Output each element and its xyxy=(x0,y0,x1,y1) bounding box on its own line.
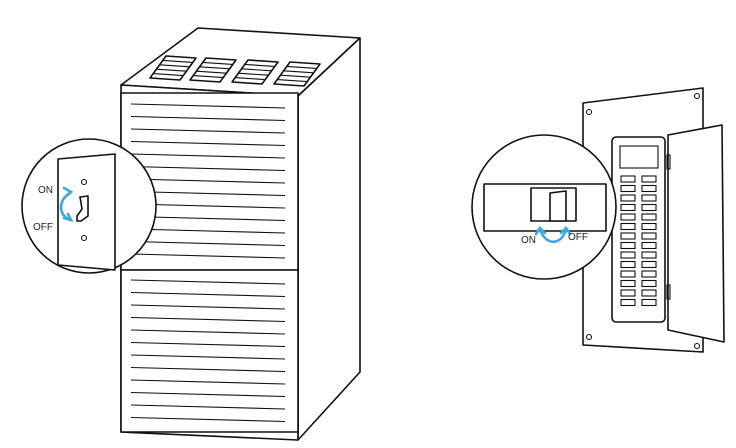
louver xyxy=(130,279,286,285)
louver xyxy=(130,316,286,323)
vent-slot xyxy=(153,73,184,77)
louver xyxy=(130,165,286,172)
screw-icon xyxy=(80,234,88,242)
breaker[interactable] xyxy=(620,298,636,307)
vent-slot xyxy=(286,65,317,69)
vent-slot xyxy=(202,61,233,65)
screw-icon xyxy=(693,92,701,100)
breaker[interactable] xyxy=(641,270,657,278)
off-label: OFF xyxy=(568,232,588,243)
arrowheads-icon xyxy=(62,186,74,223)
breaker[interactable] xyxy=(641,213,657,221)
breaker[interactable] xyxy=(641,232,657,240)
breaker-panel xyxy=(582,87,725,353)
louver xyxy=(130,329,286,335)
louver xyxy=(130,304,286,310)
louver xyxy=(130,240,286,247)
breaker[interactable] xyxy=(641,184,657,193)
breaker[interactable] xyxy=(641,203,657,212)
louver xyxy=(130,379,286,385)
vent-slot xyxy=(235,77,266,81)
screw-icon xyxy=(585,108,593,116)
off-label: OFF xyxy=(33,222,53,233)
screw-icon xyxy=(80,178,88,186)
breaker[interactable] xyxy=(620,203,636,212)
vent-slot xyxy=(162,59,193,63)
breaker[interactable] xyxy=(641,175,657,183)
louver xyxy=(130,140,286,147)
louver xyxy=(130,178,286,184)
arrowheads-icon xyxy=(534,225,572,236)
breaker[interactable] xyxy=(620,279,636,288)
louver xyxy=(130,153,286,159)
breaker[interactable] xyxy=(620,289,636,297)
top-vents xyxy=(149,55,321,87)
breaker[interactable] xyxy=(620,241,636,250)
breaker[interactable] xyxy=(620,213,636,221)
furnace xyxy=(120,27,361,441)
vent-slot xyxy=(199,66,230,70)
screw-icon xyxy=(585,333,593,341)
louver xyxy=(130,215,286,222)
vent-slot xyxy=(196,70,227,74)
vent-slot xyxy=(193,75,224,79)
louver xyxy=(130,128,286,134)
vent-slot xyxy=(241,68,272,72)
louver xyxy=(130,391,286,398)
breaker[interactable] xyxy=(641,279,657,288)
vent-slot xyxy=(283,70,314,74)
breakers xyxy=(620,175,657,307)
louver xyxy=(130,366,286,373)
breaker-toggle[interactable] xyxy=(549,190,567,222)
louver xyxy=(130,103,286,109)
louver xyxy=(130,404,286,410)
label-window xyxy=(619,145,659,169)
toggle-switch[interactable] xyxy=(76,195,89,222)
furnace-side xyxy=(297,37,361,441)
breaker[interactable] xyxy=(620,175,636,183)
breaker[interactable] xyxy=(641,194,657,202)
louver xyxy=(130,341,286,348)
louver xyxy=(130,190,286,197)
louver xyxy=(130,228,286,234)
on-label: ON xyxy=(38,185,53,196)
breaker[interactable] xyxy=(620,270,636,278)
breaker[interactable] xyxy=(641,260,657,269)
furnace-switch-callout: ON OFF xyxy=(21,138,157,274)
breaker[interactable] xyxy=(641,241,657,250)
breaker-switch-callout: ON OFF xyxy=(471,134,617,280)
breaker[interactable] xyxy=(641,251,657,259)
breaker[interactable] xyxy=(620,184,636,193)
on-label: ON xyxy=(521,235,536,246)
breaker[interactable] xyxy=(620,222,636,231)
panel-door[interactable] xyxy=(667,124,725,343)
louver xyxy=(130,253,286,259)
breaker[interactable] xyxy=(641,222,657,231)
hinge xyxy=(666,154,671,170)
vent-slot xyxy=(277,79,308,83)
breaker[interactable] xyxy=(620,251,636,259)
rotate-arrow-icon xyxy=(538,227,568,244)
louver xyxy=(130,354,286,360)
louver xyxy=(130,291,286,298)
screw-icon xyxy=(693,342,701,350)
louver xyxy=(130,115,286,122)
louver xyxy=(130,416,286,423)
breaker[interactable] xyxy=(620,194,636,202)
hinge xyxy=(666,284,671,300)
breaker[interactable] xyxy=(641,298,657,307)
louvers xyxy=(130,103,286,423)
vent-slot xyxy=(280,74,311,78)
vent-slot xyxy=(156,68,187,72)
breaker[interactable] xyxy=(641,289,657,297)
breaker[interactable] xyxy=(620,260,636,269)
vent-slot xyxy=(159,64,190,68)
vent-slot xyxy=(244,63,275,67)
vent-slot xyxy=(238,72,269,76)
breaker[interactable] xyxy=(620,232,636,240)
